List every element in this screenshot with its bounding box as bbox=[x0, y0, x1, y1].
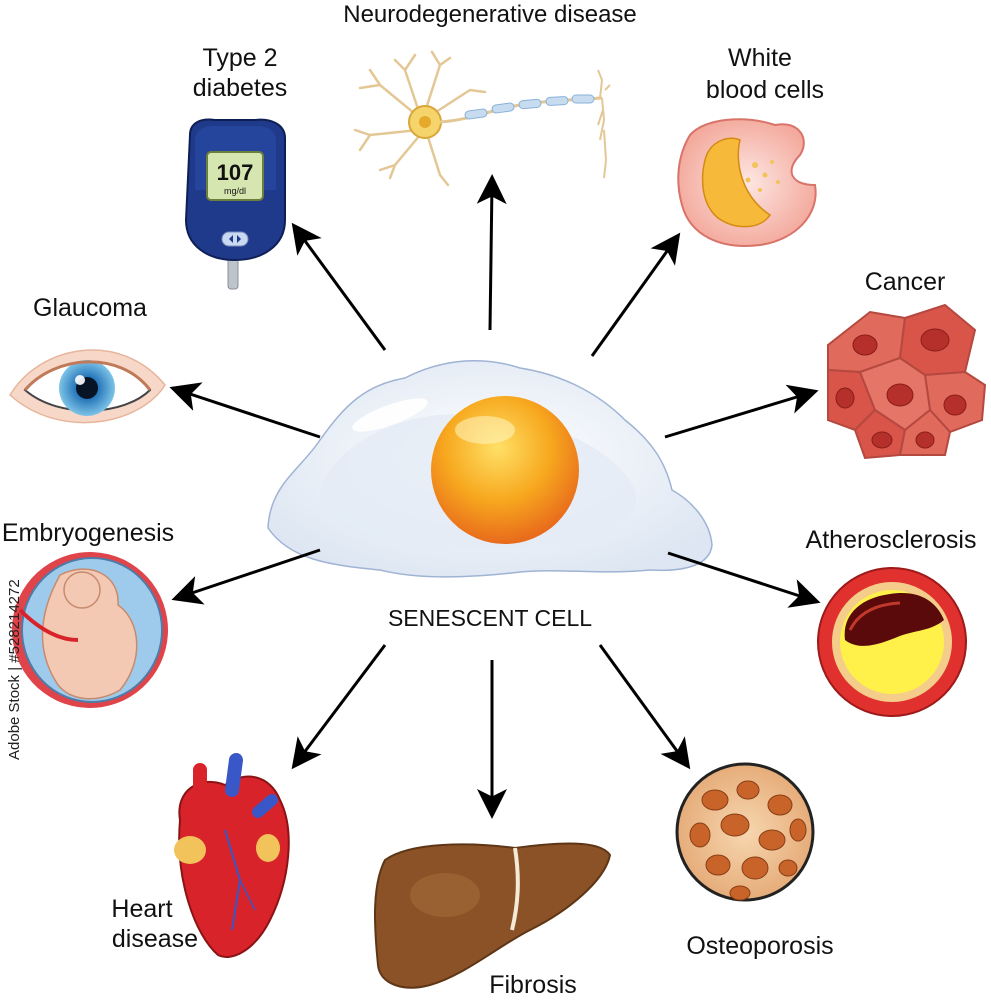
heart-illustration bbox=[174, 753, 290, 958]
arrow-to-diabetes bbox=[291, 222, 387, 351]
label-diabetes-line1: Type 2 bbox=[202, 44, 277, 72]
arrow-to-heart-disease bbox=[291, 644, 387, 770]
label-wbc-line1: White bbox=[728, 44, 792, 72]
glucometer-reading: 107 bbox=[217, 160, 254, 185]
neuron-illustration bbox=[353, 50, 611, 187]
bone-tissue-illustration bbox=[675, 762, 815, 902]
arrow-to-osteoporosis bbox=[598, 644, 691, 770]
glucometer-unit: mg/dl bbox=[224, 186, 246, 196]
arrows bbox=[169, 174, 821, 819]
label-cancer: Cancer bbox=[865, 268, 946, 296]
arrow-to-glaucoma bbox=[169, 382, 321, 439]
artery-illustration bbox=[817, 567, 967, 717]
watermark: Adobe Stock | #528214272 bbox=[6, 579, 23, 760]
liver-illustration bbox=[374, 842, 612, 989]
senescent-cell bbox=[267, 360, 713, 578]
center-label: SENESCENT CELL bbox=[388, 605, 592, 631]
label-heart-line1: Heart bbox=[111, 895, 172, 923]
cell-nucleus bbox=[431, 396, 579, 544]
arrow-to-embryogenesis bbox=[171, 548, 321, 605]
label-atherosclerosis: Atherosclerosis bbox=[806, 526, 977, 554]
label-neurodegenerative: Neurodegenerative disease bbox=[343, 1, 637, 28]
glucometer-illustration: 107 mg/dl bbox=[184, 118, 286, 290]
arrow-to-cancer bbox=[664, 384, 819, 439]
label-wbc-line2: blood cells bbox=[706, 76, 824, 104]
arrow-to-neurodegenerative bbox=[476, 174, 507, 331]
label-diabetes-line2: diabetes bbox=[193, 74, 288, 102]
label-osteoporosis: Osteoporosis bbox=[686, 932, 833, 960]
eye-illustration bbox=[9, 349, 166, 424]
arrow-to-atherosclerosis bbox=[667, 551, 821, 608]
arrow-to-white-blood-cells bbox=[590, 232, 681, 357]
nucleus-highlight bbox=[455, 416, 515, 444]
label-embryogenesis: Embryogenesis bbox=[2, 519, 174, 547]
label-heart-line2: disease bbox=[112, 925, 198, 953]
label-fibrosis: Fibrosis bbox=[489, 971, 577, 999]
white-blood-cell-illustration bbox=[677, 118, 817, 247]
cancer-cells-illustration bbox=[827, 303, 987, 460]
cell-highlight bbox=[352, 398, 428, 432]
label-glaucoma: Glaucoma bbox=[33, 294, 147, 322]
embryo-illustration bbox=[12, 552, 168, 708]
